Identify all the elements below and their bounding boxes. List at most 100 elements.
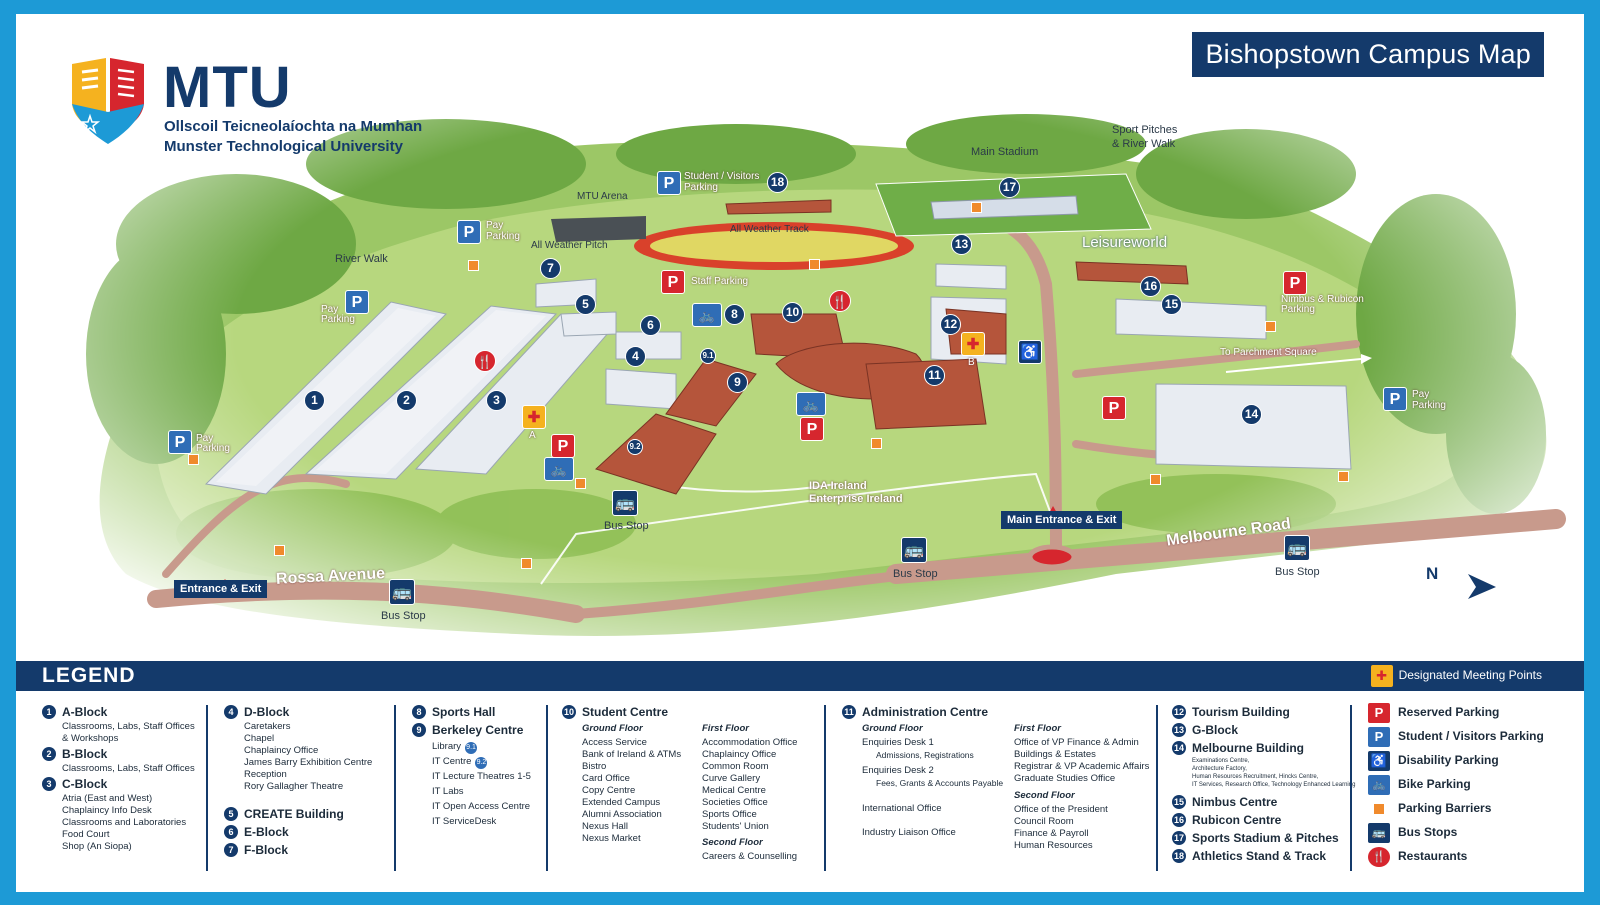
marker-building-17[interactable]: 17 [999,177,1020,198]
barrier-marker [971,202,982,213]
marker-building-10[interactable]: 10 [782,302,803,323]
legend-text: IT ServiceDesk [432,816,497,827]
mtu-crest-icon [72,58,144,144]
campus-map[interactable]: Bishopstown Campus Map MTU Ollscoil Teic… [16,14,1584,659]
legend-text: IT Open Access Centre [432,801,531,812]
legend-divider [546,705,548,871]
restaurant-pin-1[interactable]: 🍴 [474,350,496,372]
marker-building-2[interactable]: 2 [396,390,417,411]
label-all-weather-pitch: All Weather Pitch [531,240,608,251]
legend-ground-floor-10: Ground Floor Access Service Bank of Irel… [582,723,682,844]
disability-parking-pin[interactable]: ♿ [1018,340,1042,364]
marker-building-12[interactable]: 12 [940,314,961,335]
reserved-parking-pin-3[interactable]: P [551,434,575,458]
legend-divider [824,705,826,871]
marker-building-16[interactable]: 16 [1140,276,1161,297]
bus-stop-pin-3[interactable]: 🚌 [1284,535,1310,561]
marker-building-9-1[interactable]: 9.1 [700,348,716,364]
barrier-marker [1150,474,1161,485]
marker-building-1[interactable]: 1 [304,390,325,411]
legend-text: Shop (An Siopa) [62,841,132,852]
legend-text: Classrooms and Laboratories [62,817,187,828]
legend-key-restaurants: 🍴Restaurants [1368,845,1544,869]
restaurant-pin-2[interactable]: 🍴 [829,290,851,312]
pay-parking-pin-1[interactable]: P [457,220,481,244]
bus-stop-pin-4[interactable]: 🚌 [389,579,415,605]
marker-building-14[interactable]: 14 [1241,404,1262,425]
label-river-walk-2: & River Walk [1112,138,1176,150]
reserved-parking-icon: P [1368,702,1390,723]
meeting-point-a-pin[interactable]: ✚ [522,405,546,429]
bus-stop-pin-2[interactable]: 🚌 [901,537,927,563]
marker-building-11[interactable]: 11 [924,365,945,386]
reserved-parking-pin-1[interactable]: P [1102,396,1126,420]
label-river-walk: River Walk [335,253,388,265]
marker-building-9[interactable]: 9 [727,372,748,393]
bike-parking-pin-1[interactable]: 🚲 [692,303,722,327]
label-nimbus-rubicon-1: Nimbus & Rubicon [1281,294,1364,305]
legend-text: & Workshops [62,733,119,744]
marker-building-6[interactable]: 6 [640,315,661,336]
reserved-parking-pin-2[interactable]: P [800,417,824,441]
logo-english-name: Munster Technological University [164,138,403,155]
label-bus-stop-3: Bus Stop [1275,566,1320,578]
marker-building-13[interactable]: 13 [951,234,972,255]
meeting-point-b-pin[interactable]: ✚ [961,332,985,356]
label-main-stadium: Main Stadium [971,146,1039,158]
label-pay-4: Pay [1412,389,1430,400]
north-arrow [1468,574,1496,599]
meeting-point-b-label: B [968,357,975,368]
legend-text: Atria (East and West) [62,793,153,804]
label-ida-2: Enterprise Ireland [809,493,903,505]
staff-parking-pin[interactable]: P [661,270,685,294]
marker-building-7[interactable]: 7 [540,258,561,279]
marker-building-18[interactable]: 18 [767,172,788,193]
marker-building-4[interactable]: 4 [625,346,646,367]
pay-parking-pin-4[interactable]: P [1383,387,1407,411]
legend-text: Chapel [244,733,275,744]
legend-divider [206,705,208,871]
marker-building-5[interactable]: 5 [575,294,596,315]
legend-key-bus: 🚌Bus Stops [1368,821,1544,845]
pay-parking-pin-2[interactable]: P [345,290,369,314]
legend-text: Architecture Factory, [1192,766,1247,772]
legend-meeting-points: ✚Designated Meeting Points [1370,665,1542,687]
student-parking-pin[interactable]: P [657,171,681,195]
legend-text: Classrooms, Labs, Staff Offices [62,721,195,732]
legend-text: James Barry Exhibition Centre [244,757,373,768]
legend-header: LEGEND ✚Designated Meeting Points [16,661,1584,691]
marker-building-3[interactable]: 3 [486,390,507,411]
pay-parking-pin-3[interactable]: P [168,430,192,454]
legend-key-disability: ♿Disability Parking [1368,749,1544,773]
legend-divider [1350,705,1352,871]
legend-text: Chaplaincy Info Desk [62,805,152,816]
bike-parking-pin-3[interactable]: 🚲 [544,457,574,481]
barrier-marker [274,545,285,556]
marker-building-8[interactable]: 8 [724,304,745,325]
restaurant-icon: 🍴 [1368,846,1390,867]
label-parking-4: Parking [1412,400,1446,411]
nimbus-parking-pin[interactable]: P [1283,271,1307,295]
marker-building-9-2[interactable]: 9.2 [627,439,643,455]
bike-parking-pin-2[interactable]: 🚲 [796,392,826,416]
bus-icon: 🚌 [1368,822,1390,843]
label-student-visitors-1: Student / Visitors [684,171,760,182]
bus-stop-pin-1[interactable]: 🚌 [612,490,638,516]
legend-text: Classrooms, Labs, Staff Offices [62,763,195,774]
marker-building-15[interactable]: 15 [1161,294,1182,315]
label-bus-stop-2: Bus Stop [893,568,938,580]
legend-ground-floor-11: Ground Floor Enquiries Desk 1 Admissions… [862,723,1004,838]
legend-text: Rory Gallagher Theatre [244,781,344,792]
